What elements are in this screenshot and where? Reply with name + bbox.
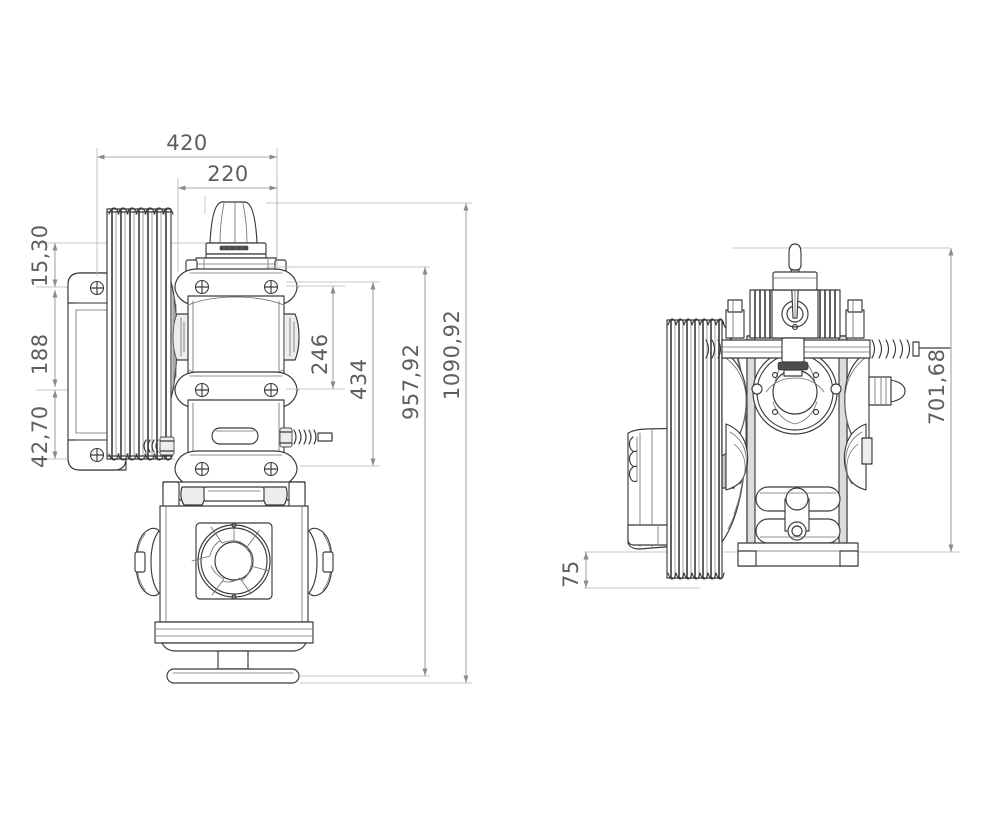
dimension-434-label: 434 [347, 358, 371, 400]
lower-flange-plate [174, 450, 298, 487]
motor-housing-fan [134, 505, 334, 623]
control-lever [772, 243, 818, 319]
dimension-75-label: 75 [559, 560, 583, 588]
dimension-420-label: 420 [166, 131, 208, 155]
dimension-434: 434 [286, 281, 380, 467]
dimension-4270-label: 42,70 [28, 405, 52, 468]
spring-left-small [705, 339, 722, 359]
dimension-220-label: 220 [207, 162, 249, 186]
cylinder-body-lower [187, 399, 333, 461]
cooling-fins-right [670, 320, 720, 578]
base-plate-side [737, 542, 859, 567]
dimension-70168-label: 701,68 [925, 349, 949, 425]
cylinder-body-upper [172, 295, 300, 379]
finned-radiator-right [666, 318, 725, 580]
dimension-95792: 957,92 [266, 266, 430, 677]
side-covers [725, 423, 873, 491]
coil-spring-left [143, 439, 159, 453]
dimension-4270: 42,70 [28, 390, 58, 468]
dimension-246-label: 246 [308, 333, 332, 375]
spring-actuator-left [143, 436, 175, 456]
discharge-port [868, 376, 906, 406]
handle-right [308, 527, 334, 597]
view-right-side-elevation: 701,68 75 [559, 243, 960, 589]
view-left-front-elevation: 420 220 15,30 188 42,70 [28, 131, 472, 684]
dimension-109092-label: 1090,92 [440, 310, 464, 400]
fan-blades [191, 522, 270, 596]
dimension-188-label: 188 [28, 333, 52, 375]
side-columns [725, 299, 865, 339]
dimension-70168: 701,68 [925, 248, 954, 552]
head-fins [754, 290, 836, 338]
finned-radiator-left [106, 207, 174, 461]
hinge-detail [628, 436, 638, 483]
pump-head-bore [752, 349, 838, 435]
dimension-95792-label: 957,92 [399, 344, 423, 420]
spring-assembly-right [871, 339, 951, 359]
dimension-220: 220 [177, 162, 278, 272]
dimension-1530: 15,30 [28, 224, 58, 287]
base-pedestal [154, 621, 314, 684]
cooling-fins [111, 209, 167, 459]
dimension-1530-label: 15,30 [28, 224, 52, 287]
dimension-246: 246 [286, 285, 345, 390]
middle-flange-plate [174, 371, 298, 409]
handle-left [134, 527, 160, 597]
dimension-75: 75 [559, 552, 589, 588]
lower-clamp-assembly [755, 486, 841, 544]
spring-actuator-right [279, 427, 333, 448]
cross-beam [721, 337, 871, 377]
dimension-188: 188 [28, 290, 58, 387]
cooling-fan [191, 522, 273, 600]
dimension-109092: 1090,92 [266, 202, 472, 684]
